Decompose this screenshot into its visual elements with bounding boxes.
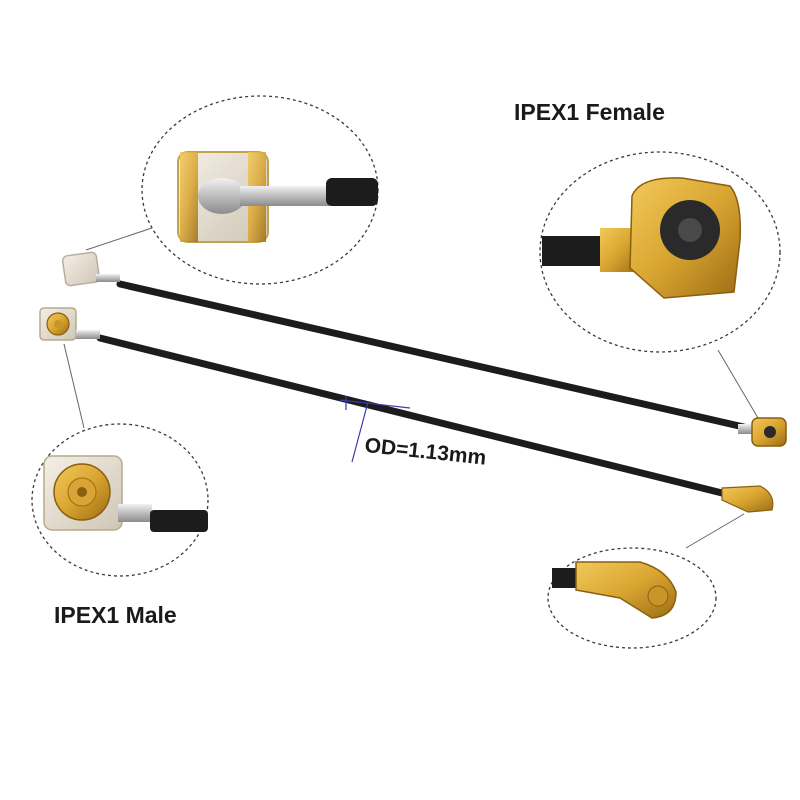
female-cable-left-connector <box>61 251 120 287</box>
ipex1-female-label: IPEX1 Female <box>514 99 665 125</box>
female-connector <box>738 417 787 447</box>
od-dimension-marker <box>339 396 411 463</box>
male-cable-assembly <box>39 307 774 513</box>
callout-right <box>539 151 781 419</box>
male-connector <box>39 307 100 341</box>
ipex1-male-label: IPEX1 Male <box>54 602 177 628</box>
male-cable-right-terminal <box>721 485 774 513</box>
callout-top-left <box>85 95 379 285</box>
callout-bottom-left <box>31 343 209 577</box>
male-cable <box>96 334 730 498</box>
callout-bottom-right <box>547 513 745 649</box>
female-cable-assembly <box>61 251 787 447</box>
female-cable <box>116 280 752 432</box>
